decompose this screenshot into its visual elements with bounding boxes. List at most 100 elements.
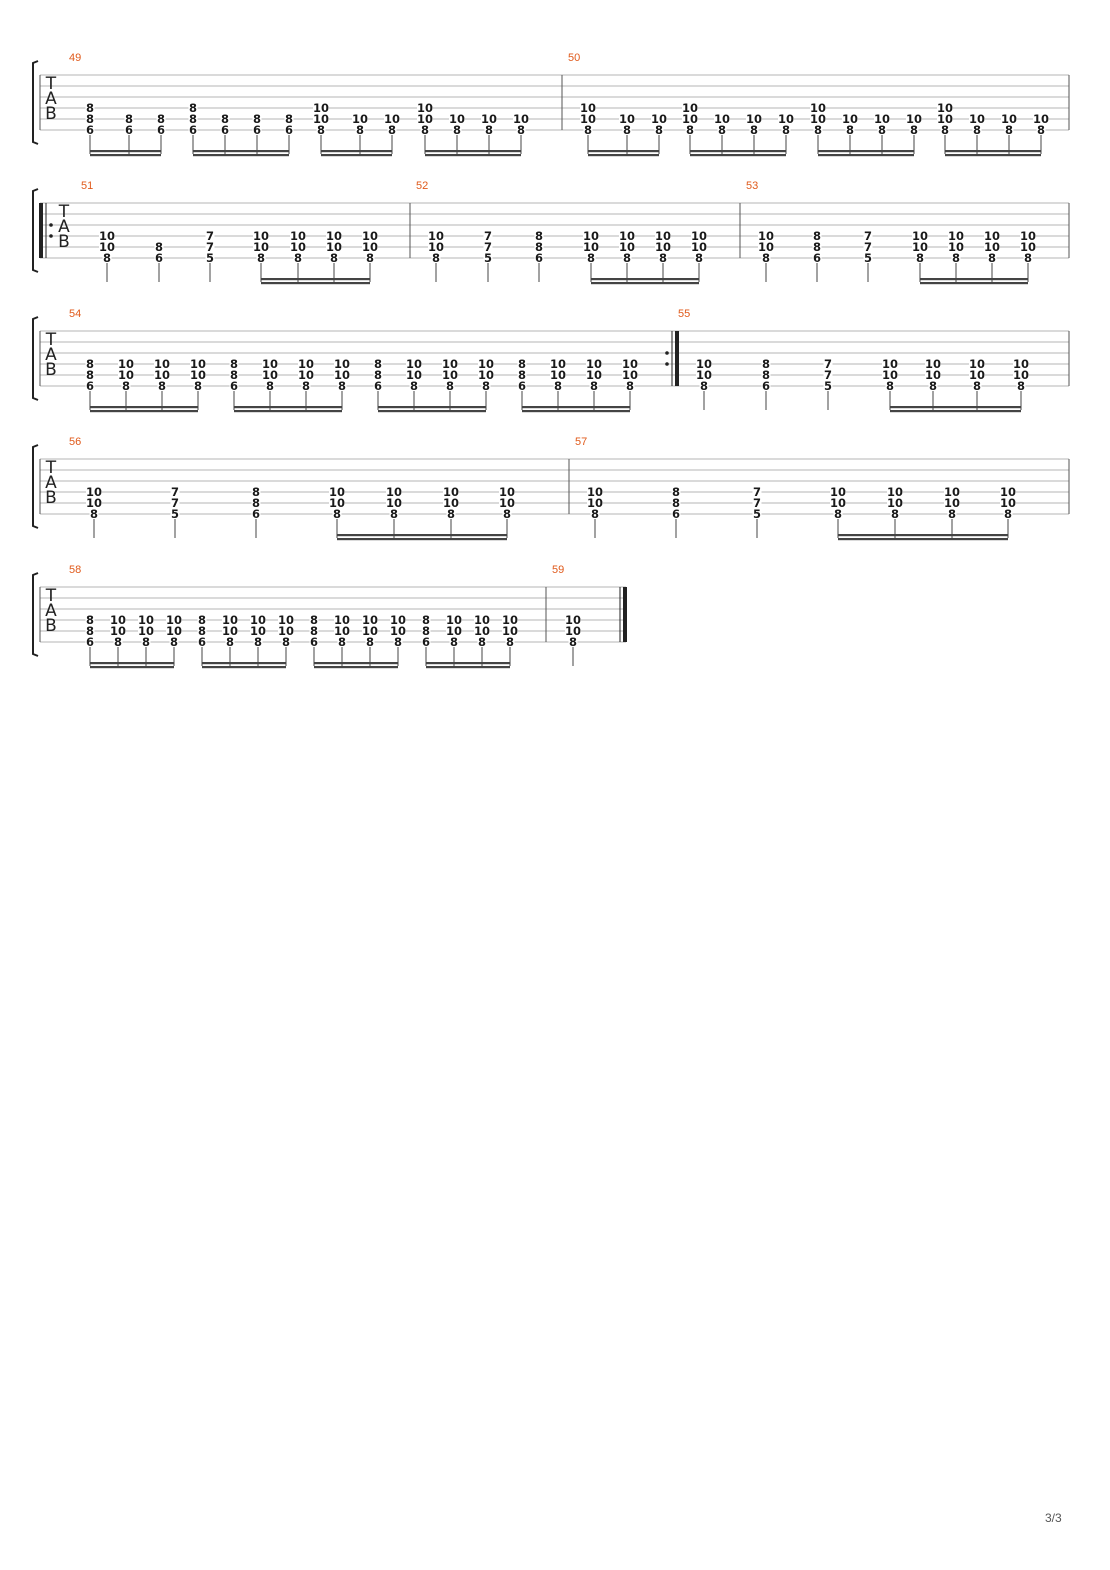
fret-bg	[580, 114, 596, 124]
fret-number: 8	[252, 496, 260, 510]
beam-primary	[90, 406, 198, 409]
fret-bg	[948, 242, 964, 252]
fret-bg	[389, 509, 399, 519]
fret-bg	[699, 381, 709, 391]
beam-secondary	[591, 282, 699, 285]
fret-bg	[1001, 114, 1017, 124]
fret-bg	[691, 231, 707, 241]
tab-clef-letter: T	[45, 74, 57, 94]
fret-bg	[749, 125, 759, 135]
fret-number: 6	[813, 251, 821, 265]
fret-bg	[812, 253, 822, 263]
fret-bg	[284, 114, 294, 124]
fret-number: 10	[583, 229, 599, 243]
measure-number: 58	[69, 564, 81, 576]
fret-number: 10	[334, 624, 350, 638]
fret-number: 10	[118, 368, 134, 382]
fret-bg	[863, 253, 873, 263]
fret-number: 8	[422, 624, 430, 638]
fret-number: 8	[310, 624, 318, 638]
fret-number: 8	[700, 379, 708, 393]
fret-number: 8	[718, 123, 726, 137]
fret-bg	[682, 103, 698, 113]
fret-bg	[170, 509, 180, 519]
beam-secondary	[426, 666, 510, 669]
fret-bg	[293, 253, 303, 263]
fret-number: 8	[90, 507, 98, 521]
fret-number: 8	[155, 240, 163, 254]
fret-bg	[99, 242, 115, 252]
fret-bg	[761, 381, 771, 391]
fret-bg	[812, 242, 822, 252]
fret-number: 8	[626, 379, 634, 393]
fret-number: 8	[366, 251, 374, 265]
fret-bg	[583, 231, 599, 241]
fret-bg	[565, 626, 581, 636]
fret-bg	[833, 509, 843, 519]
fret-number: 5	[171, 507, 179, 521]
fret-bg	[550, 370, 566, 380]
fret-number: 10	[513, 112, 529, 126]
fret-bg	[121, 381, 131, 391]
measure-number: 50	[568, 52, 580, 64]
fret-number: 8	[941, 123, 949, 137]
fret-bg	[118, 359, 134, 369]
fret-number: 8	[813, 240, 821, 254]
fret-bg	[156, 125, 166, 135]
fret-bg	[251, 509, 261, 519]
fret-bg	[947, 509, 957, 519]
fret-bg	[252, 125, 262, 135]
fret-bg	[1033, 114, 1049, 124]
fret-bg	[265, 381, 275, 391]
fret-bg	[250, 615, 266, 625]
system-bracket	[32, 188, 39, 273]
fret-number: 10	[474, 613, 490, 627]
fret-number: 10	[499, 496, 515, 510]
fret-number: 10	[587, 496, 603, 510]
fret-bg	[823, 359, 833, 369]
repeat-start-thick-bar	[39, 203, 43, 258]
fret-bg	[517, 381, 527, 391]
fret-number: 10	[830, 485, 846, 499]
fret-bg	[334, 626, 350, 636]
beam-primary	[202, 662, 286, 665]
fret-number: 10	[406, 357, 422, 371]
fret-bg	[481, 381, 491, 391]
fret-number: 8	[1005, 123, 1013, 137]
fret-bg	[1003, 509, 1013, 519]
system-bracket	[32, 444, 39, 529]
fret-number: 10	[390, 613, 406, 627]
fret-bg	[671, 487, 681, 497]
fret-bg	[882, 359, 898, 369]
fret-number: 10	[449, 112, 465, 126]
fret-number: 7	[753, 496, 761, 510]
fret-number: 8	[482, 379, 490, 393]
fret-number: 8	[254, 635, 262, 649]
fret-number: 10	[86, 496, 102, 510]
beam-primary	[591, 278, 699, 281]
fret-bg	[887, 487, 903, 497]
beam-secondary	[202, 666, 286, 669]
fret-bg	[386, 498, 402, 508]
fret-number: 6	[189, 123, 197, 137]
fret-number: 10	[329, 496, 345, 510]
fret-bg	[253, 231, 269, 241]
fret-bg	[1020, 231, 1036, 241]
measure-number: 59	[552, 564, 564, 576]
beam-secondary	[920, 282, 1028, 285]
tab-clef-letter: A	[45, 89, 57, 109]
fret-number: 10	[912, 229, 928, 243]
fret-bg	[85, 114, 95, 124]
fret-number: 8	[338, 635, 346, 649]
repeat-dot	[49, 234, 53, 238]
fret-number: 10	[278, 624, 294, 638]
fret-bg	[309, 615, 319, 625]
fret-bg	[502, 509, 512, 519]
fret-number: 8	[973, 123, 981, 137]
fret-number: 8	[591, 507, 599, 521]
beam-primary	[838, 534, 1008, 537]
fret-number: 8	[198, 613, 206, 627]
fret-bg	[365, 637, 375, 647]
fret-bg	[842, 114, 858, 124]
fret-number: 10	[443, 485, 459, 499]
